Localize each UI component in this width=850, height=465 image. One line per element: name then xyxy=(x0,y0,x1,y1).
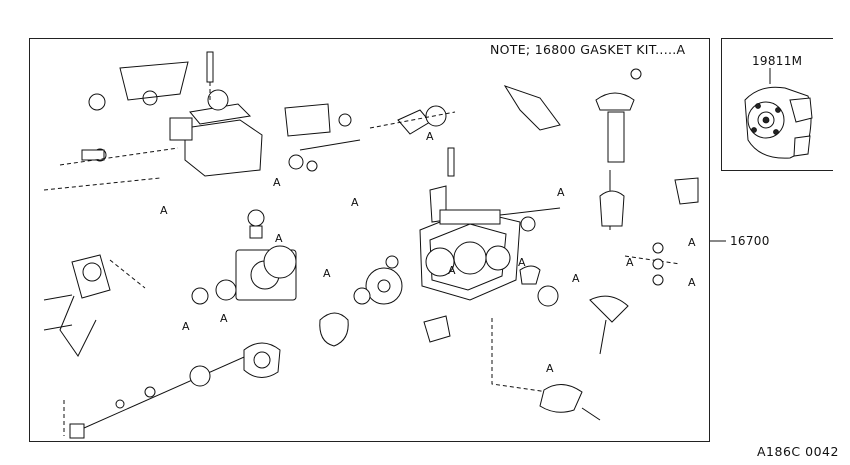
note-text: NOTE; 16800 GASKET KIT.....A xyxy=(490,42,686,57)
diagram-frame xyxy=(29,38,710,442)
svg-text:A: A xyxy=(182,320,190,333)
right-side-parts xyxy=(423,68,699,355)
upper-middle-parts xyxy=(284,103,456,223)
svg-text:A: A xyxy=(273,176,281,189)
inset-frame xyxy=(721,38,833,171)
svg-text:A: A xyxy=(557,186,565,199)
bottom-gasket xyxy=(539,384,583,413)
svg-text:A: A xyxy=(448,264,456,277)
svg-text:A: A xyxy=(688,276,696,289)
drive-shaft-assembly xyxy=(63,342,281,439)
gasket-leader xyxy=(491,318,549,393)
svg-text:A: A xyxy=(518,256,526,269)
lever-bracket xyxy=(43,254,146,357)
svg-text:A: A xyxy=(351,196,359,209)
svg-text:A: A xyxy=(626,256,634,269)
svg-text:A: A xyxy=(275,232,283,245)
svg-text:A: A xyxy=(220,312,228,325)
svg-text:A: A xyxy=(160,204,168,217)
inset-component-19811m xyxy=(744,68,813,159)
svg-text:A: A xyxy=(426,130,434,143)
part-label-19811m: 19811M xyxy=(752,54,803,68)
diagram-code: A186C 0042 xyxy=(757,444,839,459)
svg-text:A: A xyxy=(688,236,696,249)
middle-flanges xyxy=(191,245,403,347)
svg-text:A: A xyxy=(546,362,554,375)
pump-housing xyxy=(419,207,561,301)
cover-assembly xyxy=(43,51,265,239)
gasket-kit-markers: A A A A A A A A A A A A A A A A xyxy=(160,130,696,375)
part-label-16700: 16700 xyxy=(730,234,770,248)
svg-text:A: A xyxy=(323,267,331,280)
svg-text:A: A xyxy=(572,272,580,285)
